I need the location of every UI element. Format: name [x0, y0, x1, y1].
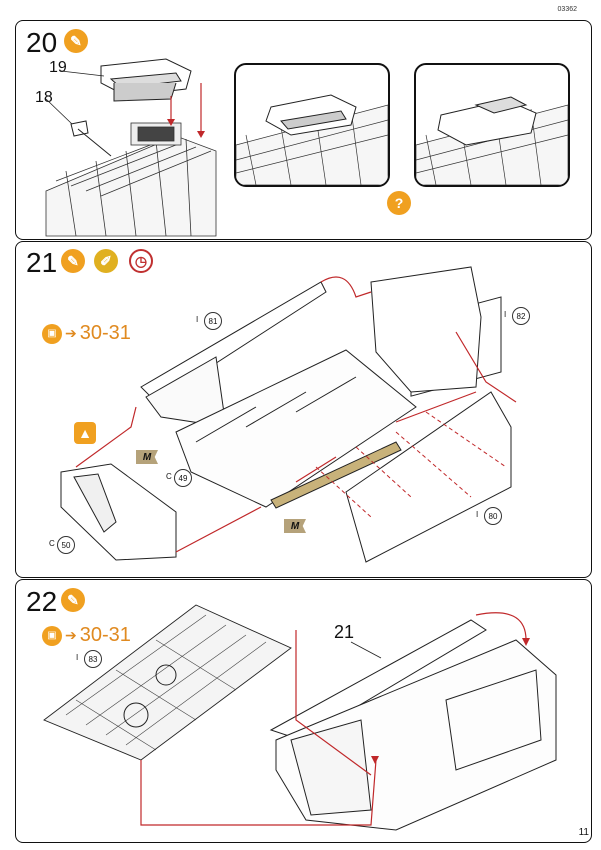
document-code: 03362 — [557, 6, 577, 13]
glue-icon: ✎ — [61, 249, 85, 273]
step-20-drawing — [45, 58, 217, 237]
decal-icon: ▲ — [74, 422, 96, 444]
paint-brush-icon: ✐ — [94, 249, 118, 273]
arrow-icon: ➔ — [65, 627, 77, 643]
paint-can-icon: ▣ — [42, 625, 62, 646]
subassembly-label: 21 — [334, 622, 355, 642]
page-number: 11 — [578, 827, 589, 838]
part-label-80: 80 — [484, 507, 502, 525]
part-label-19: 19 — [49, 59, 67, 76]
step-22-drawing — [43, 604, 557, 831]
step-number: 20 — [26, 27, 58, 58]
reference-pages: 30-31 — [79, 322, 131, 344]
marker-flag: M — [284, 519, 306, 533]
step-22-panel: 22 ✎ ▣ ➔ 30-31 21 — [15, 579, 592, 843]
step-number: 22 — [26, 586, 58, 617]
marker-flag: M — [136, 450, 158, 464]
page-reference: ▣ ➔ 30-31 — [42, 322, 131, 345]
detail-view-incorrect — [234, 63, 390, 187]
reference-pages: 30-31 — [79, 624, 131, 646]
step-21-panel: 21 ✎ ✐ ◷ ▣ ➔ 30-31 ▲ — [15, 241, 592, 578]
part-label-83: 83 — [84, 650, 102, 668]
part-label-49: 49 — [174, 469, 192, 487]
part-label-81: 81 — [204, 312, 222, 330]
glue-icon: ✎ — [64, 29, 88, 53]
part-label-50: 50 — [57, 536, 75, 554]
step-number: 21 — [26, 247, 58, 278]
arrow-icon: ➔ — [65, 325, 77, 341]
part-label-82: 82 — [512, 307, 530, 325]
step-21-drawing — [60, 266, 517, 563]
page-reference: ▣ ➔ 30-31 — [42, 624, 131, 647]
clock-icon: ◷ — [129, 249, 153, 273]
paint-can-icon: ▣ — [42, 323, 62, 344]
step-20-panel: 20 ✎ 19 18 — [15, 20, 592, 240]
detail-view-correct — [414, 63, 570, 187]
question-icon: ? — [387, 191, 411, 215]
glue-icon: ✎ — [61, 588, 85, 612]
